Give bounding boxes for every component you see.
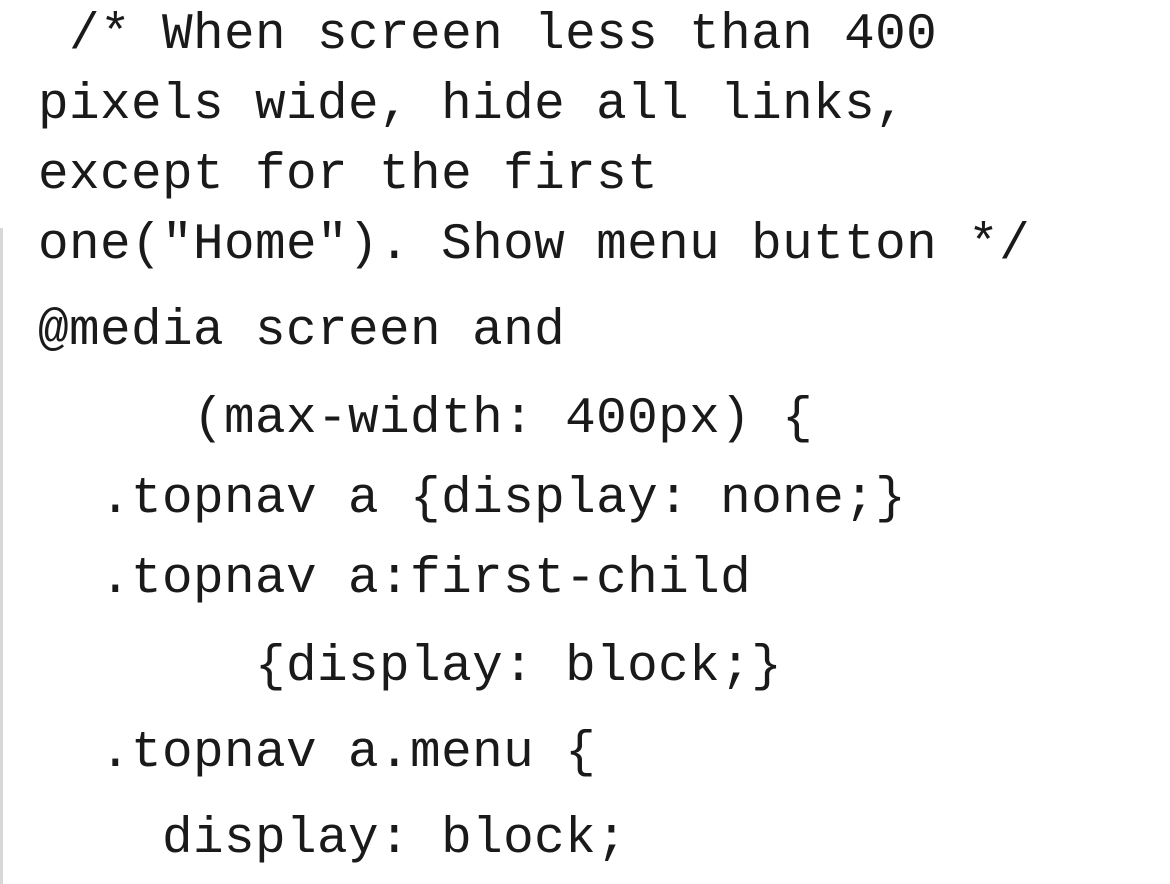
code-line-5: @media screen and [38,303,566,360]
code-line-6: (max-width: 400px) { [38,391,814,448]
code-line-9: {display: block;} [38,639,783,696]
code-line-3: except for the first [38,147,659,204]
code-line-1: /* When screen less than 400 [38,7,938,64]
code-line-11: display: block; [38,811,628,868]
code-line-2: pixels wide, hide all links, [38,77,907,134]
code-line-4: one("Home"). Show menu button */ [38,217,1031,274]
code-line-8: .topnav a:first-child [38,551,752,608]
left-edge-divider [0,228,3,884]
code-line-10: .topnav a.menu { [38,725,597,782]
code-line-7: .topnav a {display: none;} [38,471,907,528]
